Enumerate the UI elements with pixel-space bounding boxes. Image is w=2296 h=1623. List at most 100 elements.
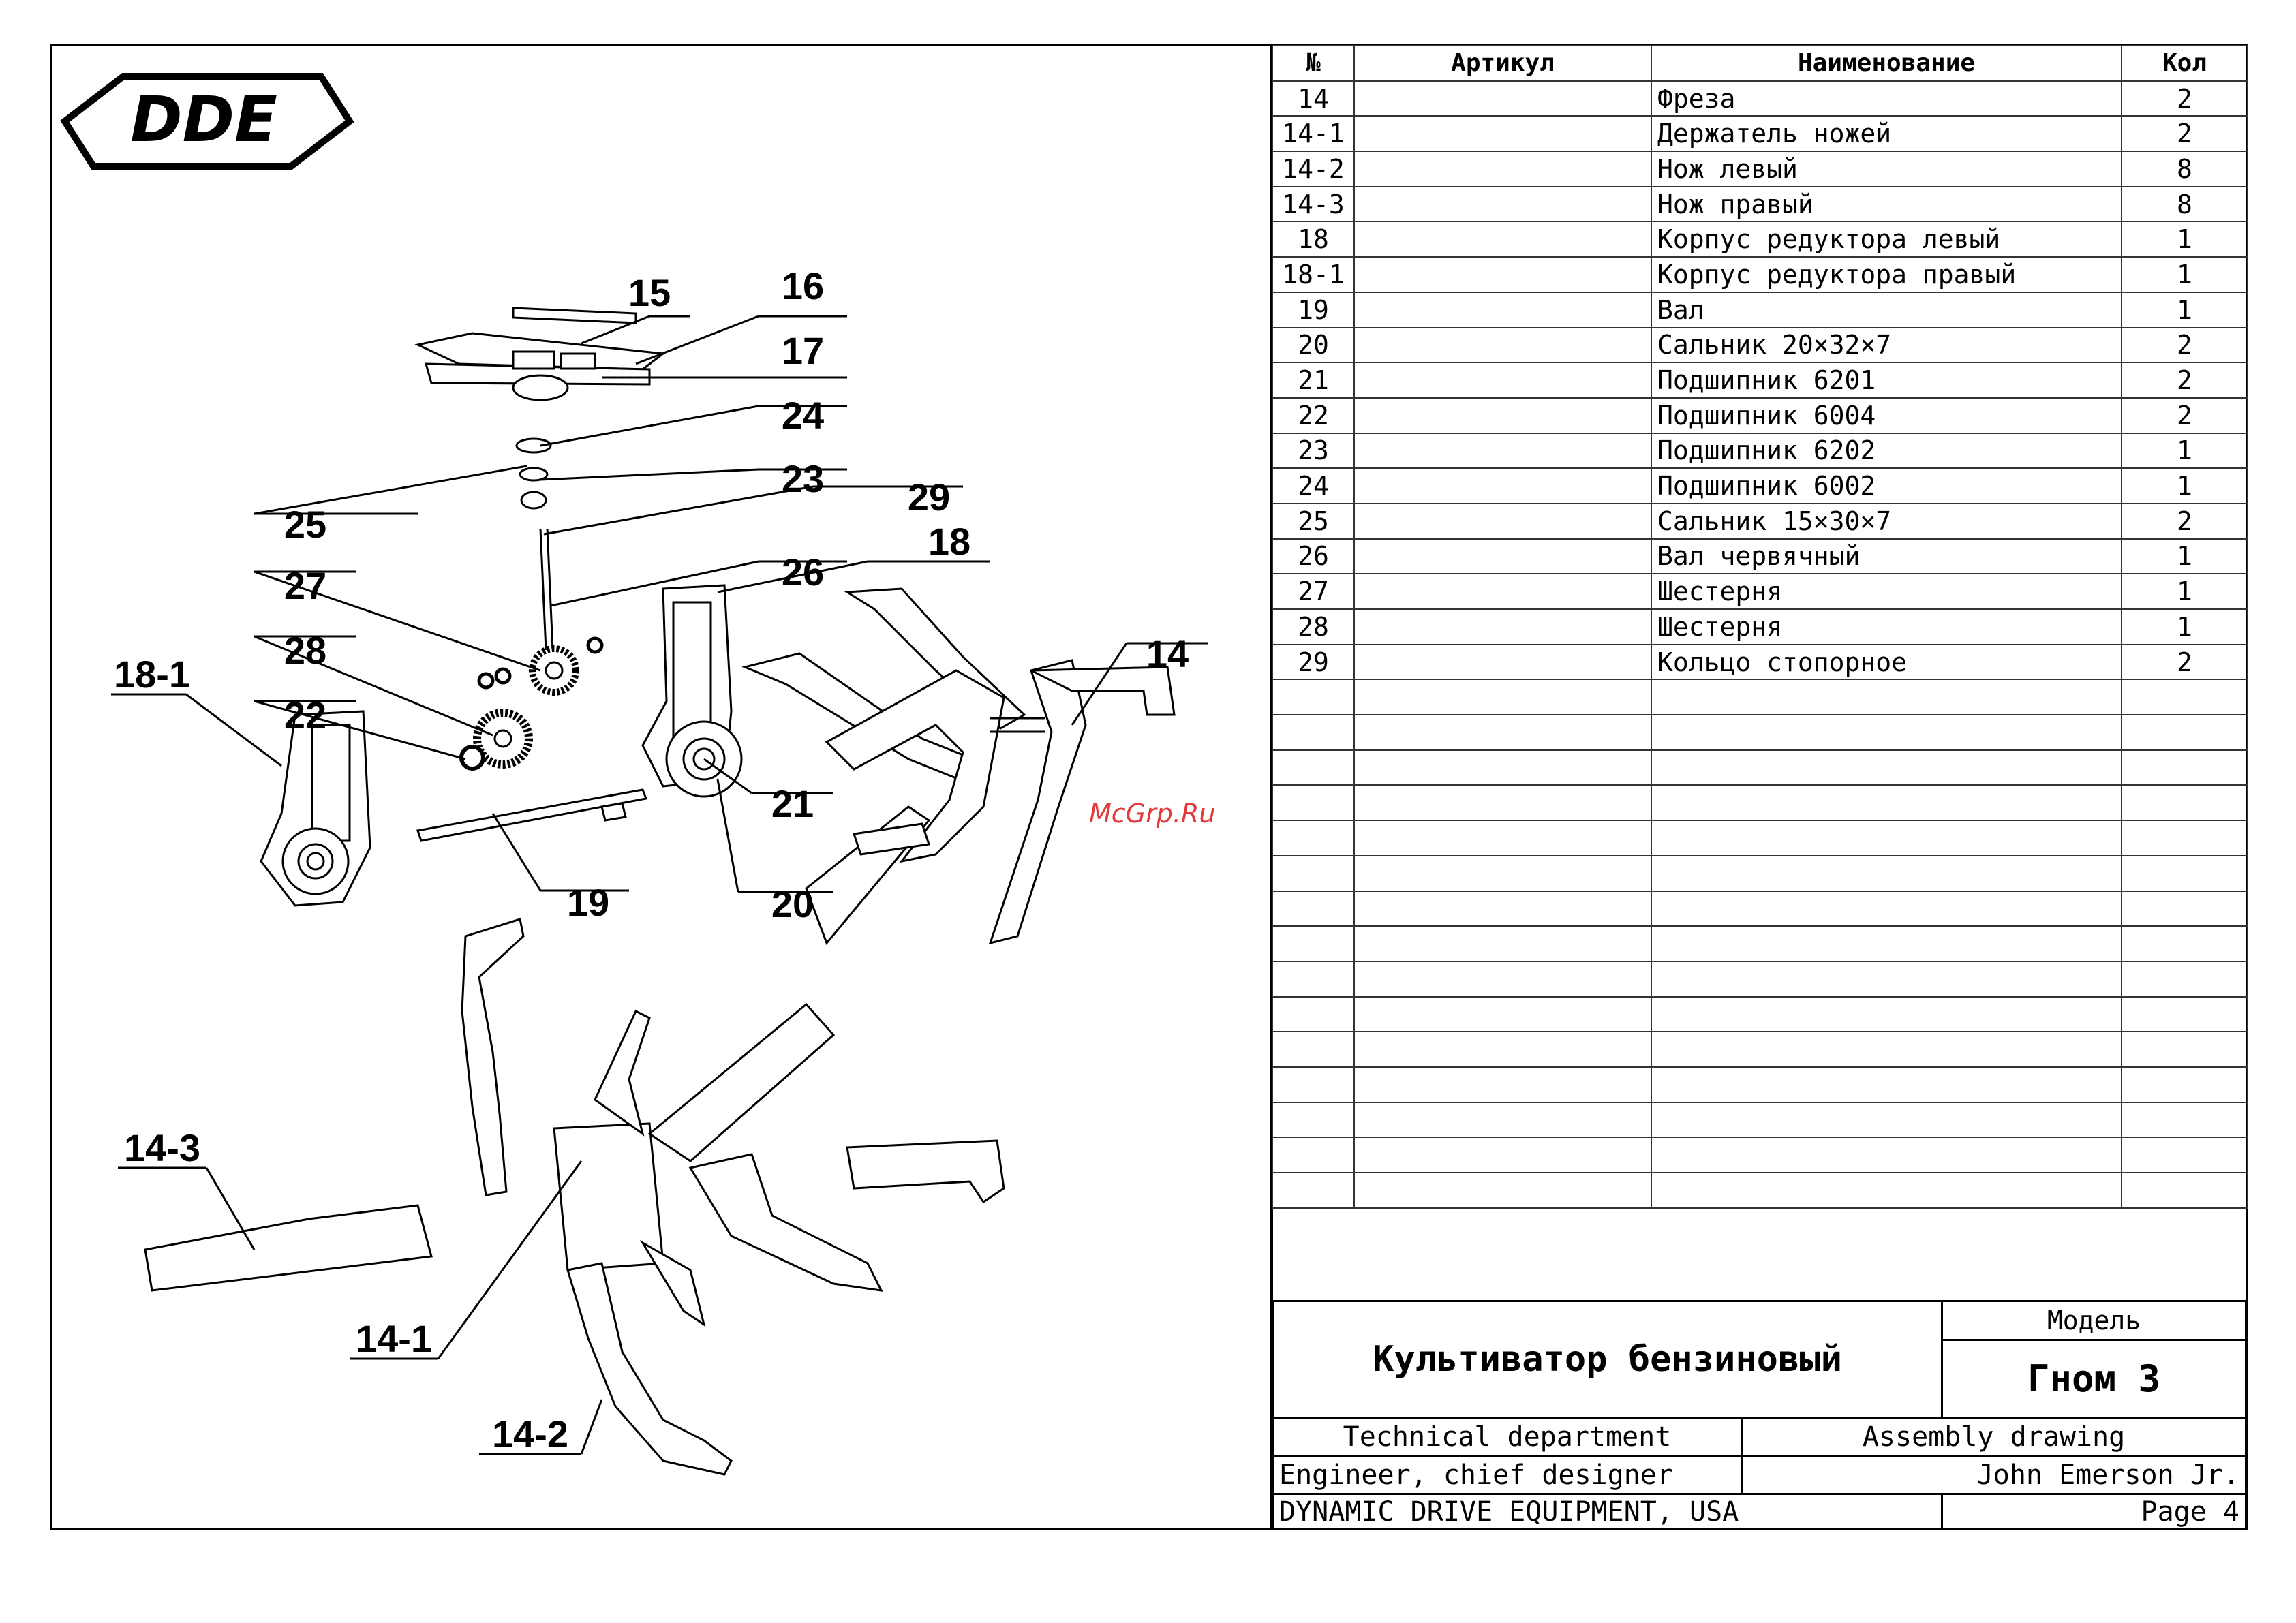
dde-logo: DDE (60, 73, 354, 170)
cell-empty (1272, 890, 1355, 927)
cell-empty (1272, 1031, 1355, 1068)
cell-empty (1651, 960, 2122, 998)
gearbox-housing-18-1-part (260, 710, 371, 907)
company: DYNAMIC DRIVE EQUIPMENT, USA (1272, 1493, 1943, 1530)
cell-empty (1353, 784, 1652, 822)
cell-empty (1353, 1137, 1652, 1173)
cell-name: Нож левый (1651, 151, 2122, 187)
cell-empty (1651, 1101, 2122, 1139)
cell-article (1353, 291, 1652, 328)
table-row-empty (1272, 1101, 2248, 1139)
cell-empty (1353, 854, 1652, 892)
callout-leaders (111, 315, 1208, 1455)
cell-name: Фреза (1651, 80, 2122, 117)
cell-empty (1651, 749, 2122, 786)
cell-empty (1353, 960, 1652, 998)
cell-empty (2121, 714, 2248, 751)
department: Technical department (1272, 1417, 1743, 1457)
exploded-assembly-drawing: DDE (60, 73, 1208, 1476)
callout-22: 22 (284, 694, 326, 737)
table-row-empty (1272, 925, 2248, 962)
cell-num: 19 (1272, 291, 1355, 328)
cell-article (1353, 397, 1652, 434)
cell-empty (2121, 1137, 2248, 1173)
shaft-19-part (416, 788, 648, 842)
callout-24: 24 (782, 394, 824, 437)
callout-14: 14 (1146, 632, 1189, 675)
cell-empty (1272, 995, 1355, 1033)
model-value: Гном 3 (1941, 1339, 2247, 1419)
cell-name: Корпус редуктора правый (1651, 256, 2122, 293)
blade-holder-part (553, 1002, 883, 1476)
cell-name: Держатель ножей (1651, 115, 2122, 153)
cell-empty (1651, 925, 2122, 962)
cell-empty (1272, 1066, 1355, 1103)
cell-qty: 1 (2121, 256, 2248, 293)
cell-qty: 8 (2121, 151, 2248, 187)
cell-num: 14-2 (1272, 151, 1355, 187)
cell-empty (1651, 1172, 2122, 1209)
cell-empty (1272, 784, 1355, 822)
cell-empty (2121, 679, 2248, 716)
callout-17: 17 (782, 329, 824, 372)
cell-qty: 1 (2121, 608, 2248, 645)
cell-num: 25 (1272, 502, 1355, 540)
cell-empty (2121, 960, 2248, 998)
cell-empty (1651, 1031, 2122, 1068)
cell-qty: 2 (2121, 643, 2248, 681)
cell-name: Подшипник 6002 (1651, 467, 2122, 504)
cell-num: 18 (1272, 221, 1355, 258)
cell-article (1353, 502, 1652, 540)
cell-empty (1651, 1137, 2122, 1173)
callout-21: 21 (771, 782, 814, 825)
table-row-empty (1272, 1031, 2248, 1068)
cell-article (1353, 115, 1652, 153)
cell-empty (1353, 714, 1652, 751)
cell-empty (1651, 890, 2122, 927)
cell-empty (2121, 1031, 2248, 1068)
cell-empty (2121, 1172, 2248, 1209)
tiller-14-part (741, 587, 1176, 945)
table-row-empty (1272, 1066, 2248, 1103)
cell-empty (1272, 679, 1355, 716)
title-block: Культиватор бензиновый Модель Гном 3 Tec… (1272, 1300, 2247, 1530)
cell-name: Нож правый (1651, 185, 2122, 223)
cell-empty (1353, 1101, 1652, 1139)
callout-16: 16 (782, 264, 824, 307)
gearbox-cover-part (414, 307, 666, 401)
cell-empty (1353, 679, 1652, 716)
cell-article (1353, 432, 1652, 469)
cell-qty: 1 (2121, 538, 2248, 575)
cell-article (1353, 151, 1652, 187)
cell-empty (1272, 854, 1355, 892)
cell-qty: 2 (2121, 80, 2248, 117)
cell-empty (1353, 1066, 1652, 1103)
cell-empty (1651, 679, 2122, 716)
cell-num: 14 (1272, 80, 1355, 117)
cell-name: Вал (1651, 291, 2122, 328)
page-number: Page 4 (1941, 1493, 2247, 1530)
cell-name: Подшипник 6004 (1651, 397, 2122, 434)
cell-empty (1353, 925, 1652, 962)
callout-14-3: 14-3 (124, 1126, 200, 1169)
cell-name: Шестерня (1651, 573, 2122, 610)
callout-18-1: 18-1 (114, 653, 190, 696)
callout-20: 20 (771, 882, 814, 925)
table-header-row: № Артикул Наименование Кол (1272, 45, 2248, 82)
table-row-empty (1272, 854, 2248, 892)
cell-empty (1353, 749, 1652, 786)
cell-num: 14-3 (1272, 185, 1355, 223)
blade-14-3-part (144, 1204, 433, 1292)
cell-empty (1272, 749, 1355, 786)
callout-labels: 15 16 17 24 23 29 25 26 27 18 28 14 18-1… (114, 264, 1189, 1455)
cell-article (1353, 362, 1652, 399)
callout-26: 26 (782, 551, 824, 593)
cell-name: Сальник 15×30×7 (1651, 502, 2122, 540)
cell-article (1353, 643, 1652, 681)
